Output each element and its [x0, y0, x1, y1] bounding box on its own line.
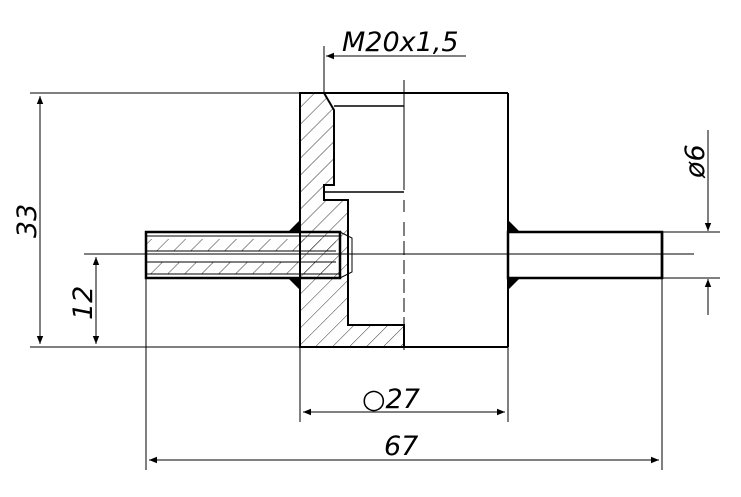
thread-dimension: M20x1,5 — [323, 27, 466, 93]
height-lower-label: 12 — [68, 286, 99, 320]
height-total-dimension: 33 — [12, 92, 508, 348]
right-shaft — [506, 230, 664, 280]
overall-length-label: 67 — [384, 431, 418, 462]
thread-label: M20x1,5 — [342, 27, 459, 58]
body-width-dimension: ○27 — [299, 347, 509, 422]
height-total-label: 33 — [12, 204, 43, 238]
body-outline — [324, 92, 509, 348]
left-pin — [144, 230, 353, 280]
shaft-diameter-label: ø6 — [680, 144, 711, 179]
body-width-label: ○27 — [362, 384, 420, 415]
shaft-diameter-dimension: ø6 — [662, 130, 720, 315]
height-lower-dimension: 12 — [68, 257, 100, 344]
overall-length-dimension: 67 — [145, 278, 663, 470]
body-section — [299, 80, 405, 352]
weld-fillets — [288, 220, 520, 290]
